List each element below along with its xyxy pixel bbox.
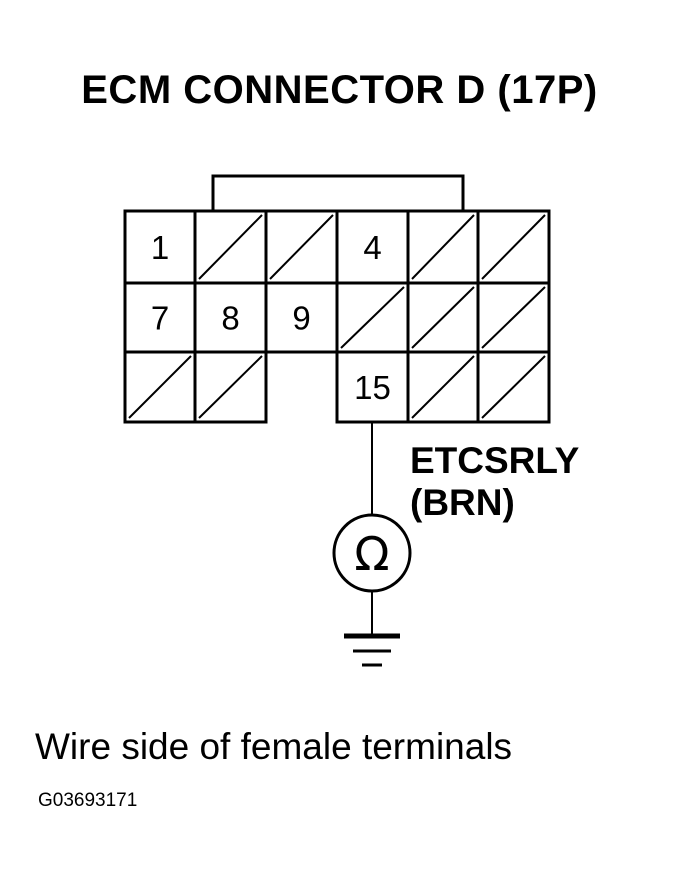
connector-cells: 1 4 7 8 9 15 (123, 209, 551, 424)
unused-terminal-slash (340, 286, 405, 349)
terminal-number: 8 (221, 300, 239, 337)
ground-icon (344, 633, 400, 667)
unused-terminal-slash (411, 214, 475, 280)
unused-terminal-slash (481, 214, 546, 280)
terminal-number: 7 (151, 300, 169, 337)
unused-terminal-slash (411, 355, 475, 419)
terminal-number: 9 (292, 300, 310, 337)
unused-terminal-slash (269, 214, 334, 280)
unused-terminal-slash (481, 355, 546, 419)
ohmmeter-icon: Ω (332, 513, 412, 593)
terminal-number: 1 (151, 229, 169, 266)
unused-terminal-slash (198, 214, 263, 280)
ohm-symbol: Ω (354, 527, 389, 581)
unused-terminal-slash (198, 355, 263, 419)
connector-lock-tab (211, 174, 465, 213)
caption: Wire side of female terminals (35, 726, 513, 767)
wire-color: (BRN) (410, 482, 515, 523)
terminal-number: 4 (363, 229, 381, 266)
unused-terminal-slash (481, 286, 546, 349)
figure-id: G03693171 (38, 790, 138, 811)
unused-terminal-slash (128, 355, 192, 419)
wire-label: ETCSRLY (BRN) (410, 440, 579, 524)
wire-signal-name: ETCSRLY (410, 440, 580, 481)
diagram-title: ECM CONNECTOR D (17P) (81, 68, 598, 112)
unused-terminal-cell (193, 350, 268, 424)
terminal-number: 15 (354, 369, 391, 406)
unused-terminal-cell (476, 350, 551, 424)
unused-terminal-slash (411, 286, 475, 349)
